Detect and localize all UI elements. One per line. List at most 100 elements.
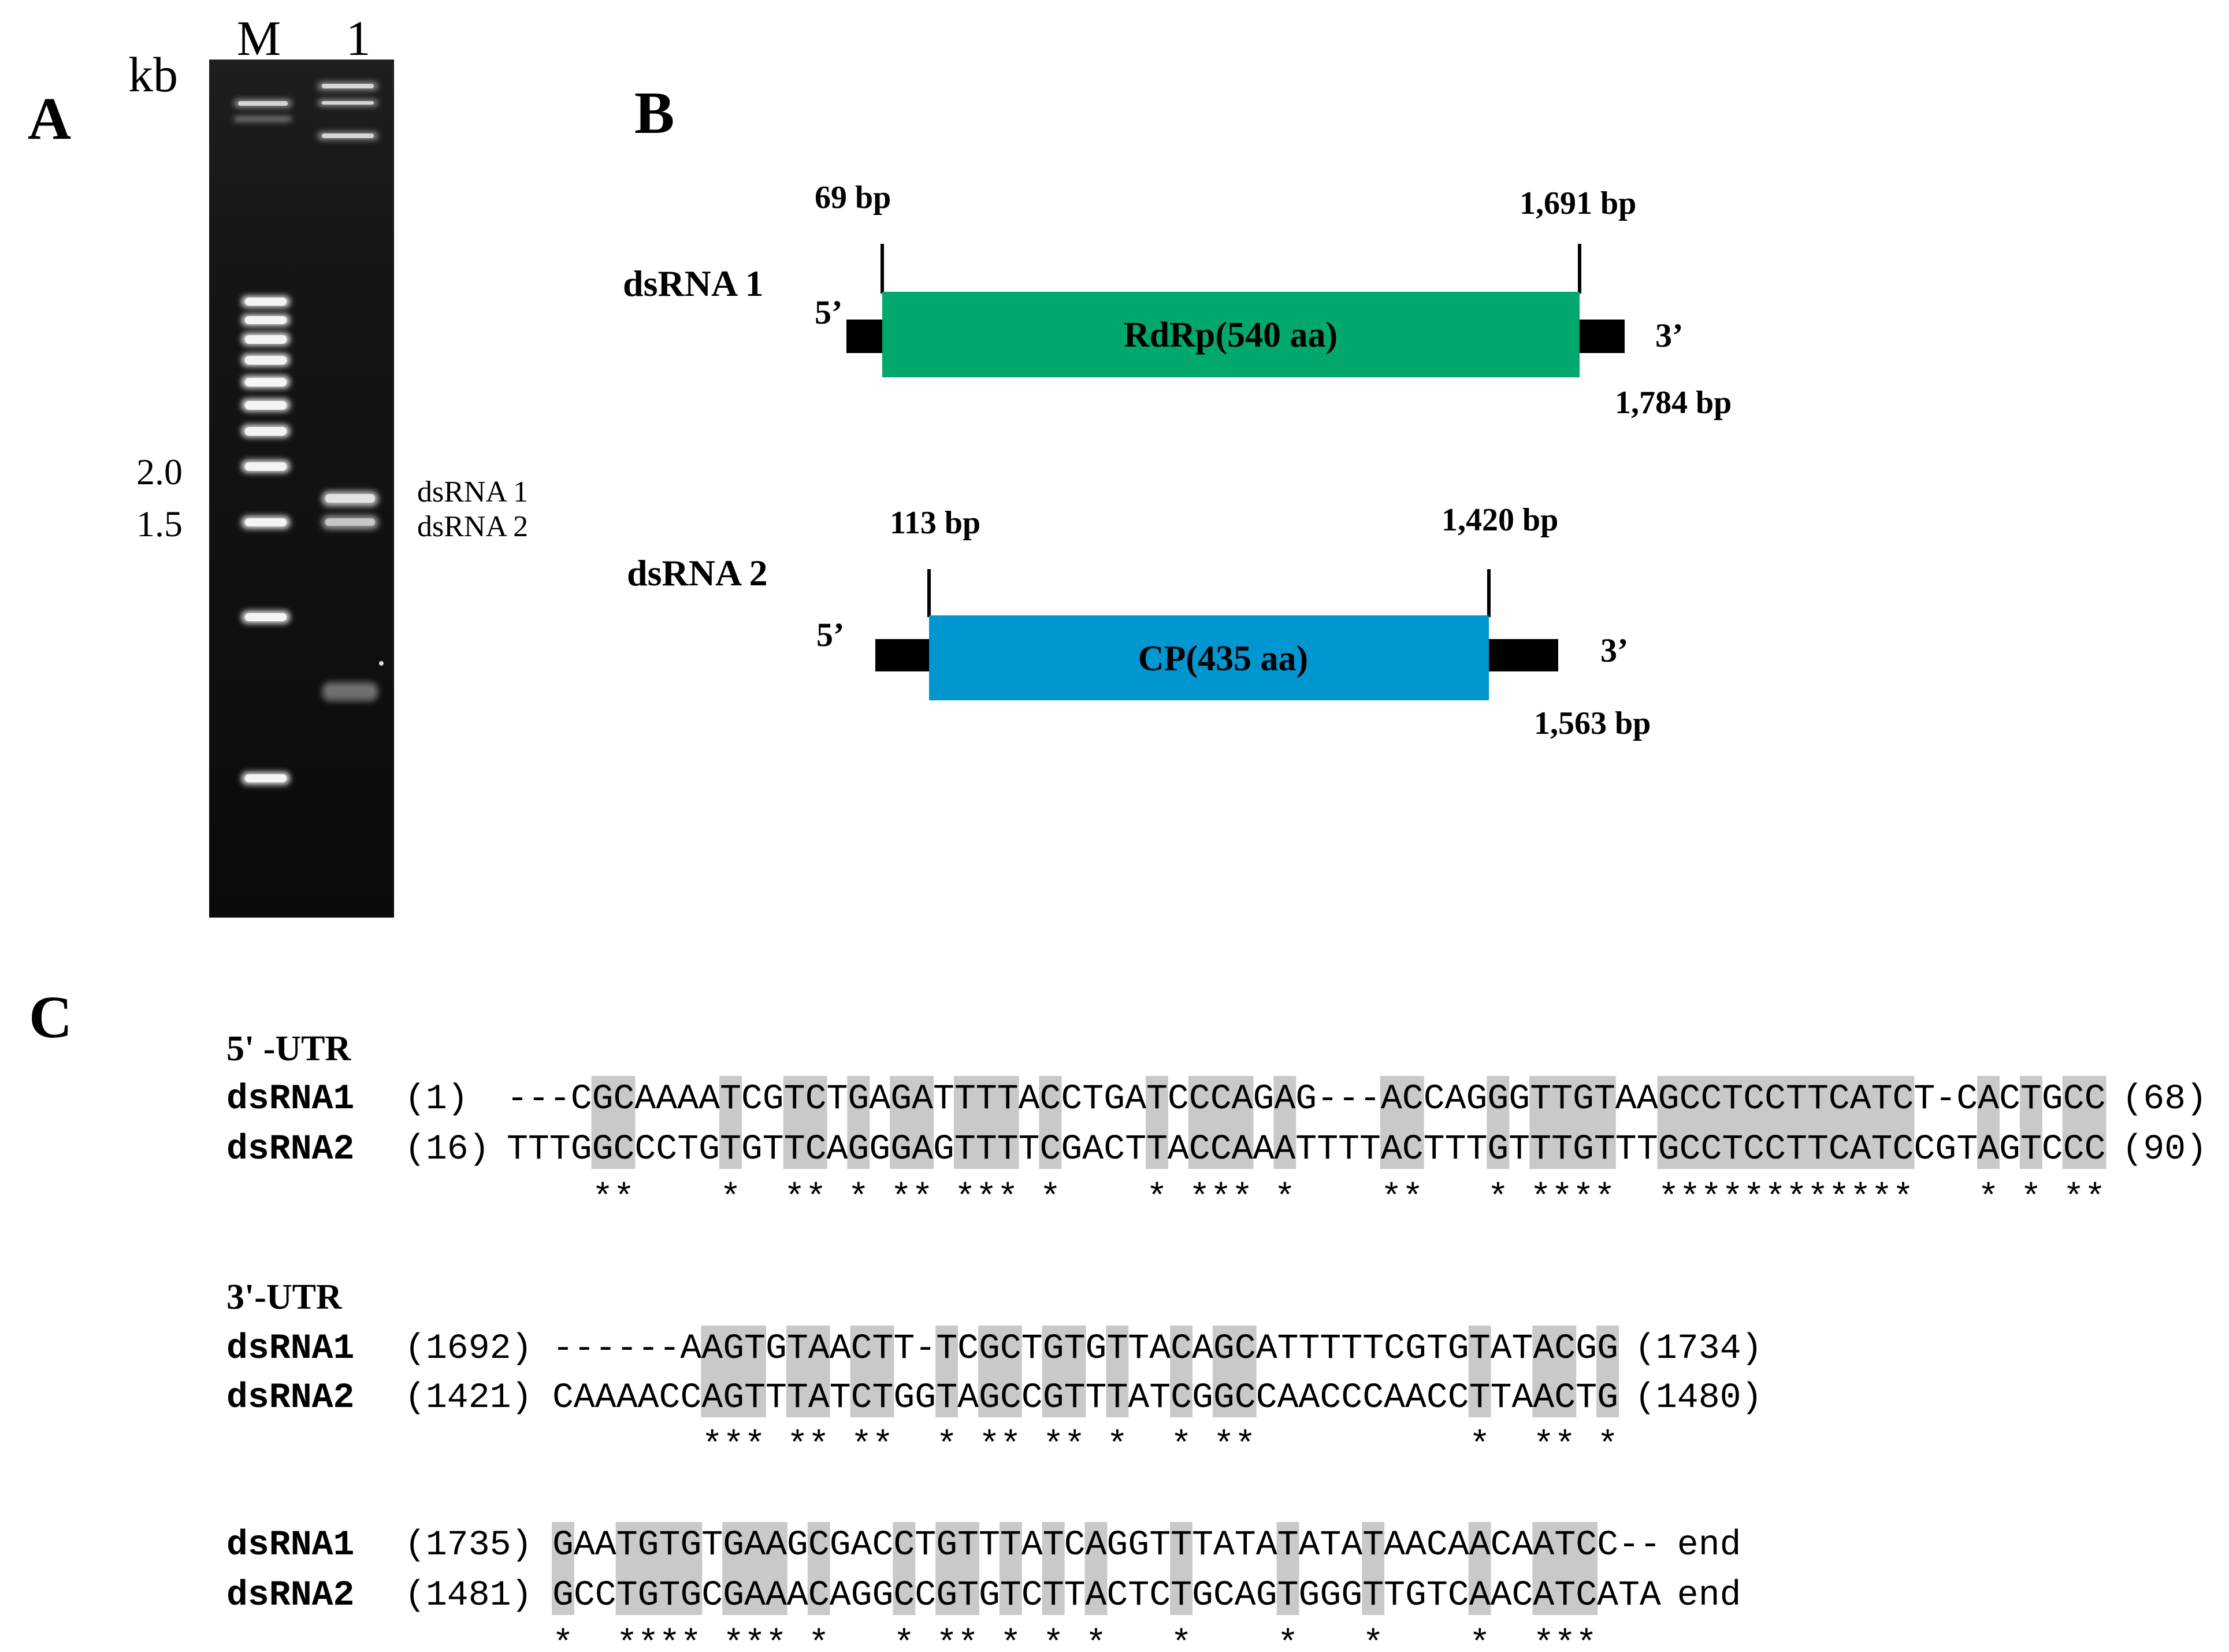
identity-shade (850, 1326, 873, 1417)
five-prime-label-dsrna2: 5’ (816, 616, 844, 654)
sequence-dsrna2: GCCTGTGCGAAACAGGCCGTGTCTTACTCTGCAGTGGGTT… (552, 1576, 1661, 1616)
identity-shade (1743, 1076, 1766, 1169)
utr-5-bar-dsrna1 (846, 320, 882, 353)
start-index-dsrna1: (1735) (404, 1525, 532, 1565)
panel-a-letter: A (28, 86, 71, 152)
identity-shade (1700, 1076, 1723, 1169)
panel-c-letter: C (29, 984, 72, 1050)
identity-shade (999, 1522, 1022, 1615)
sequence-name-dsrna1: dsRNA1 (226, 1329, 354, 1369)
orf-label-dsrna1: RdRp(540 aa) (1124, 315, 1338, 355)
identity-shade (1721, 1076, 1744, 1169)
identity-shade (1234, 1326, 1257, 1417)
end-index-dsrna1: end (1677, 1525, 1741, 1565)
alignment-title: 5' -UTR (226, 1029, 352, 1068)
identity-shade (1827, 1076, 1851, 1169)
identity-shade (996, 1076, 1019, 1169)
lane-label-marker: M (237, 10, 281, 66)
identity-shade (722, 1326, 745, 1417)
identity-shade (658, 1522, 681, 1615)
three-prime-label-dsrna1: 3’ (1655, 317, 1683, 354)
identity-shade (1575, 1522, 1598, 1615)
identity-shade (1593, 1076, 1616, 1169)
start-index-dsrna2: (1421) (404, 1378, 532, 1418)
identity-shade (615, 1522, 638, 1615)
identity-shade (591, 1076, 614, 1169)
identity-shade (1084, 1522, 1108, 1615)
identity-shade (1554, 1522, 1577, 1615)
identity-shade (1146, 1076, 1168, 1169)
alignment-block-1: 5' -UTRdsRNA1(1)---CGCAAAATCGTCTGAGATTTT… (226, 1029, 2207, 1219)
identity-shade (1551, 1076, 1573, 1169)
orf-stop-label-dsrna2: 1,420 bp (1442, 502, 1558, 538)
identity-shade (1785, 1076, 1808, 1169)
utr-3-bar-dsrna2 (1489, 639, 1558, 671)
orf-start-label-dsrna2: 113 bp (890, 505, 980, 541)
end-label-dsrna2: 1,563 bp (1534, 706, 1651, 741)
identity-shade (2083, 1076, 2107, 1169)
genome-map-dsrna1: dsRNA 1 69 bp 1,691 bp 5’ RdRp(540 aa) 3… (623, 180, 1732, 421)
identity-shade (1678, 1076, 1702, 1169)
identity-shade (1273, 1076, 1296, 1169)
marker-label-1-5kb: 1.5 (136, 503, 183, 544)
marker-label-2kb: 2.0 (136, 451, 183, 492)
identity-shade (975, 1076, 998, 1169)
identity-shade (957, 1522, 979, 1615)
identity-shade (807, 1326, 830, 1417)
identity-shade (722, 1522, 745, 1615)
five-prime-label-dsrna1: 5’ (815, 294, 842, 331)
identity-shade (1380, 1076, 1403, 1169)
alignment-blocks: 5' -UTR dsRNA1 (1) ---CGCAAAATCGTCTGAGATTTT… (226, 1029, 2207, 1652)
sequence-name-dsrna2: dsRNA2 (226, 1378, 354, 1418)
identity-shade (1532, 1326, 1555, 1417)
identity-shade (1063, 1326, 1086, 1417)
identity-shade (744, 1522, 766, 1615)
end-label-dsrna1: 1,784 bp (1615, 385, 1732, 421)
identity-shade (1212, 1326, 1235, 1417)
lane-label-sample: 1 (346, 10, 371, 66)
alignment-title: 3'-UTR (226, 1278, 343, 1317)
identity-shade (1657, 1076, 1680, 1169)
identity-shade (1170, 1522, 1192, 1615)
identity-shade (783, 1076, 806, 1169)
consensus-stars: * **** *** * * ** * * * * * * * *** (552, 1625, 1661, 1652)
identity-shade (1362, 1522, 1385, 1615)
start-index-dsrna2: (1481) (404, 1576, 532, 1616)
identity-shade (1170, 1326, 1192, 1417)
start-index-dsrna1: (1) (404, 1079, 469, 1119)
orf-stop-label-dsrna1: 1,691 bp (1520, 185, 1636, 221)
identity-shade (719, 1076, 742, 1169)
sequence-dsrna2: CAAAACCAGTTTATCTGGTAGCCGTTTATCGGCCAACCCA… (552, 1378, 1618, 1418)
identity-shade (1977, 1076, 2000, 1169)
start-index-dsrna2: (16) (404, 1130, 490, 1170)
identity-shade (935, 1326, 959, 1417)
sequence-name-dsrna2: dsRNA2 (226, 1576, 354, 1616)
identity-shade (1042, 1326, 1065, 1417)
identity-shade (999, 1326, 1022, 1417)
identity-shade (765, 1522, 787, 1615)
alignment-block-3: dsRNA1(1735)GAATGTGTGAAGCGACCTGTTTATCAGG… (226, 1522, 1741, 1652)
identity-shade (1188, 1076, 1211, 1169)
orf-box-dsrna2 (929, 615, 1489, 700)
identity-shade (890, 1076, 913, 1169)
identity-shade (871, 1326, 894, 1417)
gel-unit-label: kb (128, 47, 178, 102)
sequence-dsrna1: GAATGTGTGAAGCGACCTGTTTATCAGGTTTATATATATA… (552, 1525, 1661, 1565)
identity-shade (1892, 1076, 1915, 1169)
panel-b: B dsRNA 1 69 bp 1,691 bp 5’ RdRp(540 aa)… (623, 80, 1732, 741)
construct-name-dsrna2: dsRNA 2 (627, 552, 768, 593)
identity-shade (953, 1076, 976, 1169)
sequence-name-dsrna2: dsRNA2 (226, 1130, 354, 1170)
identity-shade (1276, 1522, 1299, 1615)
band-label-dsrna2: dsRNA 2 (417, 510, 528, 543)
sequence-dsrna1: ---CGCAAAATCGTCTGAGATTTTACCTGATCCCAGAG--… (507, 1079, 2106, 1119)
utr-3-bar-dsrna1 (1580, 320, 1625, 353)
identity-shade (786, 1326, 809, 1417)
identity-shade (552, 1522, 574, 1615)
consensus-stars: *** ** ** * ** ** * * ** * ** * (552, 1426, 1618, 1466)
alignment-block-2: 3'-UTRdsRNA1(1692)------AAGTGTAACTT-TCGC… (226, 1278, 1762, 1466)
identity-shade (1106, 1326, 1129, 1417)
end-index-dsrna1: (1734) (1634, 1329, 1762, 1369)
identity-shade (1870, 1076, 1893, 1169)
